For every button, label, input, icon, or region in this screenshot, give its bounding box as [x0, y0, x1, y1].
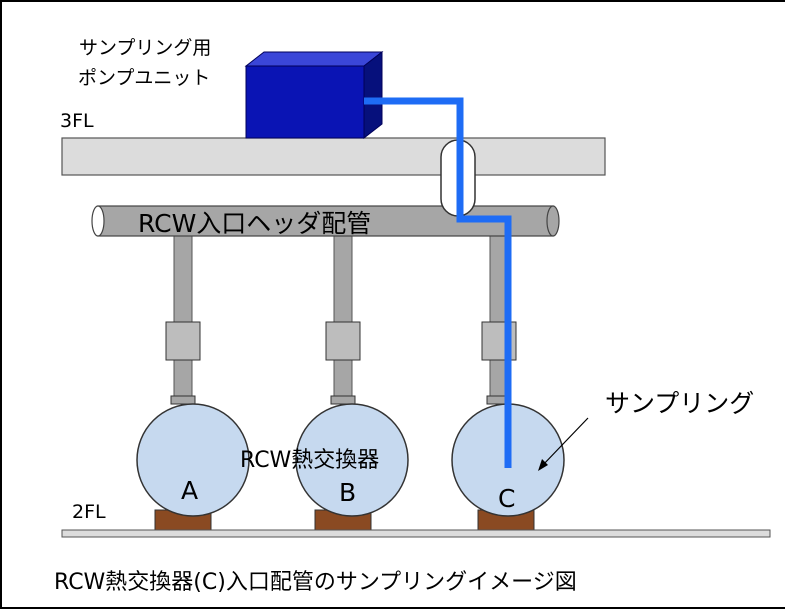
- pump-unit-top: [244, 51, 384, 67]
- pump-unit-side: [363, 50, 383, 140]
- pump-unit-front: [245, 65, 365, 139]
- floor-label-2f: 2FL: [72, 501, 106, 523]
- header-pipe-left-end: [91, 205, 105, 237]
- pump-unit: [244, 50, 384, 140]
- floor-slab-3f: [61, 137, 606, 176]
- exchanger-b-label: B: [339, 478, 356, 507]
- riser-pipe-b: [333, 231, 353, 403]
- exchanger-a: [136, 403, 250, 517]
- flange-a: [170, 395, 196, 405]
- pump-unit-label-line2: ポンプユニット: [78, 67, 210, 89]
- exchanger-a-label: A: [181, 476, 198, 505]
- exchanger-c-label: C: [498, 484, 515, 513]
- riser-pipe-a: [173, 231, 193, 403]
- sampling-label: サンプリング: [605, 389, 754, 418]
- exchanger-b: [295, 403, 409, 517]
- exchanger-group-label: RCW熱交換器: [240, 448, 379, 473]
- pump-unit-label-line1: サンプリング用: [79, 37, 211, 59]
- valve-b: [325, 321, 361, 361]
- header-pipe-label: RCW入口ヘッダ配管: [138, 209, 371, 238]
- flange-b: [330, 395, 356, 405]
- sampling-pointer-line: [540, 417, 589, 468]
- valve-a: [165, 321, 201, 361]
- sampling-pointer-arrowhead: [538, 459, 548, 471]
- diagram-caption: RCW熱交換器(C)入口配管のサンプリングイメージ図: [54, 570, 577, 595]
- header-pipe-right-end: [546, 205, 560, 237]
- sampling-line: [364, 97, 512, 468]
- floor-slab-2f: [61, 529, 771, 538]
- floor-label-3f: 3FL: [60, 110, 94, 132]
